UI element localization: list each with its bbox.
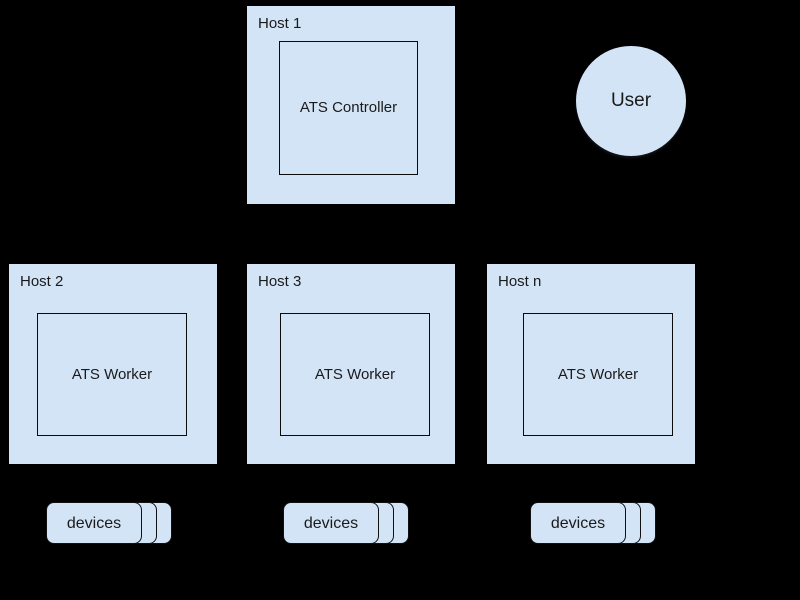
ats-worker-3-label: ATS Worker (314, 365, 396, 383)
ats-worker-n-label: ATS Worker (557, 365, 639, 383)
user-actor[interactable]: User (576, 46, 686, 156)
devices-sheet-front[interactable]: devices (46, 502, 142, 544)
host-2-label: Host 2 (20, 273, 64, 290)
devices-label-host-3: devices (303, 514, 359, 532)
ats-controller-label: ATS Controller (299, 99, 398, 116)
host-3-label: Host 3 (258, 273, 302, 290)
devices-stack-host-n[interactable]: devices (530, 502, 656, 544)
ats-worker-2-box[interactable]: ATS Worker (37, 313, 187, 436)
devices-label-host-n: devices (550, 514, 606, 532)
host-2-container[interactable]: Host 2 ATS Worker (9, 264, 217, 464)
devices-label-host-2: devices (66, 514, 122, 532)
host-3-container[interactable]: Host 3 ATS Worker (247, 264, 455, 464)
host-n-container[interactable]: Host n ATS Worker (487, 264, 695, 464)
ats-worker-3-box[interactable]: ATS Worker (280, 313, 430, 436)
ats-worker-n-box[interactable]: ATS Worker (523, 313, 673, 436)
devices-stack-host-2[interactable]: devices (46, 502, 172, 544)
user-label: User (610, 90, 652, 111)
host-n-label: Host n (498, 273, 542, 290)
host-1-container[interactable]: Host 1 ATS Controller (247, 6, 455, 204)
devices-sheet-front[interactable]: devices (283, 502, 379, 544)
devices-sheet-front[interactable]: devices (530, 502, 626, 544)
host-1-label: Host 1 (258, 15, 302, 32)
ats-controller-box[interactable]: ATS Controller (279, 41, 418, 175)
ats-worker-2-label: ATS Worker (71, 365, 153, 383)
devices-stack-host-3[interactable]: devices (283, 502, 409, 544)
